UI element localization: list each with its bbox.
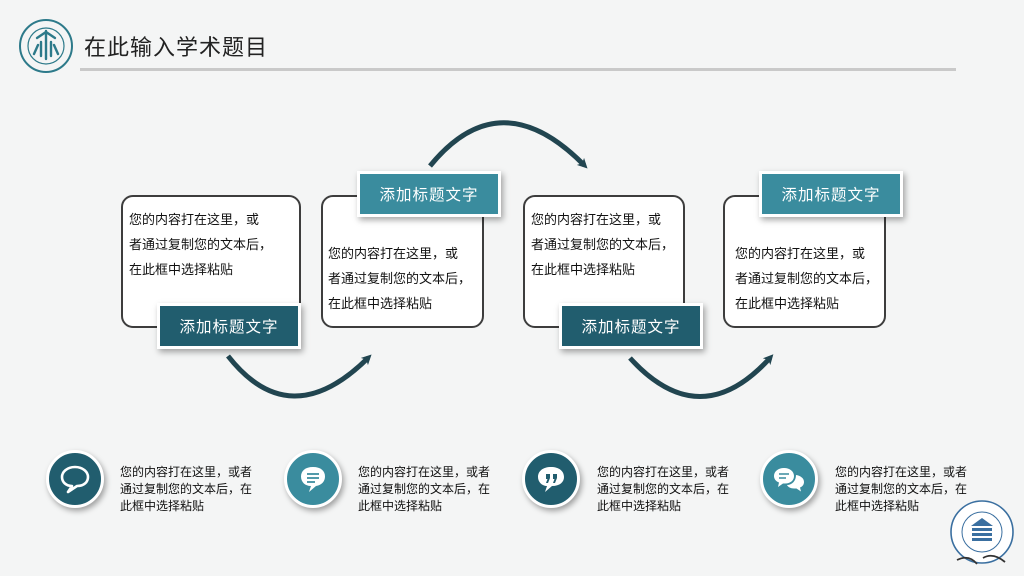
- university-seal: [947, 498, 1017, 570]
- page-title: 在此输入学术题目: [84, 36, 269, 61]
- feature-3-badge: [522, 450, 580, 508]
- university-logo: [18, 18, 74, 74]
- feature-3-text: 您的内容打在这里，或者 通过复制您的文本后，在 此框中选择粘贴: [597, 465, 730, 513]
- chat-bubbles-icon: [772, 464, 806, 494]
- arrow-1-to-2: [226, 354, 372, 399]
- feature-1-text: 您的内容打在这里，或者 通过复制您的文本后，在 此框中选择粘贴: [120, 465, 253, 513]
- message-lines-icon: [298, 464, 328, 494]
- step-2-box: [321, 195, 484, 328]
- step-2-title[interactable]: 添加标题文字: [357, 171, 501, 217]
- feature-4-text: 您的内容打在这里，或者 通过复制您的文本后，在 此框中选择粘贴: [835, 465, 968, 513]
- arrow-2-to-3: [428, 120, 588, 169]
- step-4-box: [723, 195, 886, 328]
- step-1-text: 您的内容打在这里，或 者通过复制您的文本后， 在此框中选择粘贴: [129, 213, 273, 278]
- arrow-3-to-4: [628, 354, 774, 399]
- feature-2-text: 您的内容打在这里，或者 通过复制您的文本后，在 此框中选择粘贴: [358, 465, 491, 513]
- feature-4-badge: [760, 450, 818, 508]
- feature-1-badge: [46, 450, 104, 508]
- step-4-text: 您的内容打在这里，或 者通过复制您的文本后， 在此框中选择粘贴: [735, 247, 879, 312]
- step-4-title[interactable]: 添加标题文字: [759, 171, 903, 217]
- step-1-title[interactable]: 添加标题文字: [157, 303, 301, 349]
- header-divider: [80, 68, 956, 71]
- step-3-title[interactable]: 添加标题文字: [559, 303, 703, 349]
- quote-bubble-icon: [535, 464, 567, 494]
- step-2-text: 您的内容打在这里，或 者通过复制您的文本后， 在此框中选择粘贴: [328, 247, 472, 312]
- feature-2-badge: [284, 450, 342, 508]
- speech-bubble-icon: [59, 464, 91, 494]
- step-3-text: 您的内容打在这里，或 者通过复制您的文本后， 在此框中选择粘贴: [531, 213, 675, 278]
